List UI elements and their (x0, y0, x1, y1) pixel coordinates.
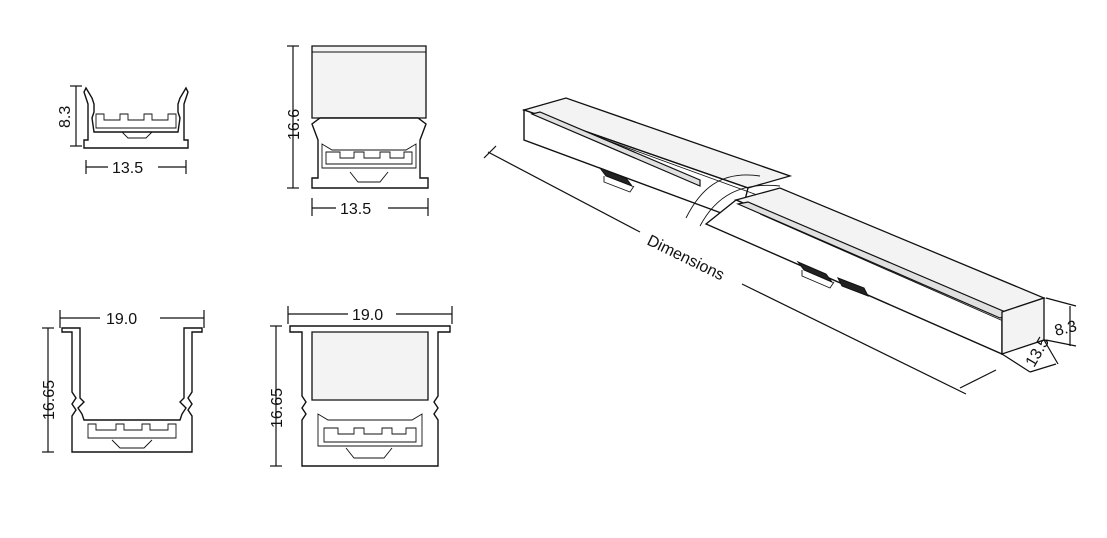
profile-flanged: 19.0 16.65 (41, 310, 205, 453)
dim-height-shallow: 8.3 (57, 106, 74, 128)
dim-height-diffuser: 16.6 (286, 109, 303, 140)
isometric-view: Dimensions 8.3 13.5 (483, 97, 1079, 395)
dim-height-flanged: 16.65 (41, 380, 58, 420)
profile-shallow: 8.3 13.5 (57, 85, 189, 177)
profile-flanged-diffuser: 19.0 16.65 (269, 306, 453, 467)
dim-height-flanged-diffuser: 16.65 (269, 388, 286, 428)
dim-height-iso: 8.3 (1053, 318, 1079, 340)
dim-width-shallow: 13.5 (112, 160, 143, 177)
dim-width-diffuser: 13.5 (340, 201, 371, 218)
dim-length-label: Dimensions (644, 232, 727, 284)
dim-width-flanged-diffuser: 19.0 (352, 307, 383, 324)
profile-diffuser: 16.6 13.5 (286, 45, 429, 218)
dim-width-flanged: 19.0 (106, 311, 137, 328)
